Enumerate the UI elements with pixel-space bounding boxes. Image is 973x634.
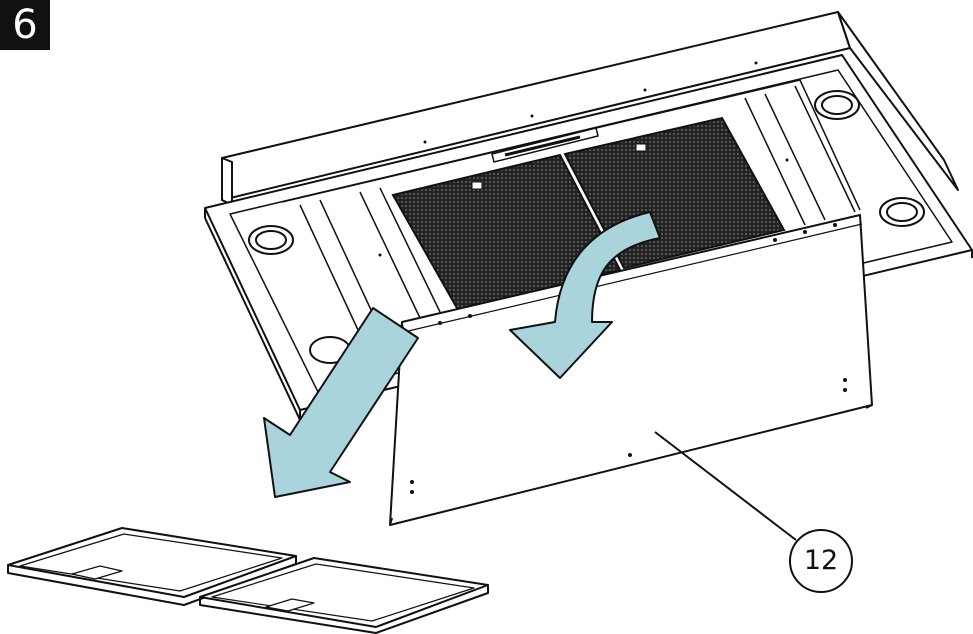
curved-down-arrow-icon xyxy=(509,211,661,379)
removed-filter-left xyxy=(7,527,297,606)
front-panel xyxy=(389,214,873,526)
mounted-filter-left xyxy=(391,153,622,312)
light-spots xyxy=(248,90,925,364)
hood-housing xyxy=(221,11,959,206)
callout-leader-line xyxy=(654,431,797,541)
callout-circle xyxy=(789,529,853,593)
step-number-badge: 6 xyxy=(0,0,50,50)
hood-inner-panels xyxy=(281,79,861,331)
arrow-group xyxy=(263,211,661,498)
control-panel-strip xyxy=(491,127,599,163)
removed-filter-right xyxy=(199,557,489,634)
down-left-arrow-icon xyxy=(263,307,419,498)
part-number-label: 12 xyxy=(803,545,839,576)
screw-dots xyxy=(378,61,847,494)
